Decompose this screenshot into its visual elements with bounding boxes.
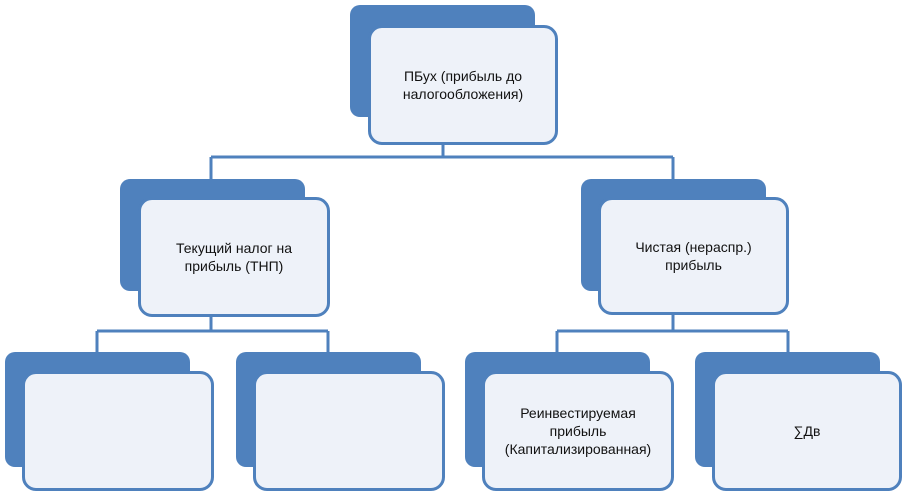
left-child-1-node [5,352,215,492]
right-child-2-label: ∑Дв [793,423,821,439]
root-node-box: ПБух (прибыль до налогообложения) [368,25,558,145]
left-node: Текущий налог на прибыль (ТНП) [120,179,330,318]
right-child-2-box: ∑Дв [712,371,902,491]
right-node-box: Чистая (нераспр.) прибыль [598,197,789,315]
right-child-1-node: Реинвестируемая прибыль (Капитализирован… [465,352,675,492]
right-node: Чистая (нераспр.) прибыль [581,179,791,316]
left-child-2-box [253,371,445,491]
root-node: ПБух (прибыль до налогообложения) [350,5,560,145]
right-child-1-label: Реинвестируемая прибыль (Капитализирован… [504,405,652,457]
left-child-2-node [236,352,446,492]
left-node-label: Текущий налог на прибыль (ТНП) [175,240,293,274]
root-node-label: ПБух (прибыль до налогообложения) [402,68,524,102]
right-node-label: Чистая (нераспр.) прибыль [635,239,752,273]
left-child-1-box [22,371,214,491]
right-child-2-node: ∑Дв [695,352,905,492]
right-child-1-box: Реинвестируемая прибыль (Капитализирован… [482,371,674,491]
left-node-box: Текущий налог на прибыль (ТНП) [138,197,330,317]
